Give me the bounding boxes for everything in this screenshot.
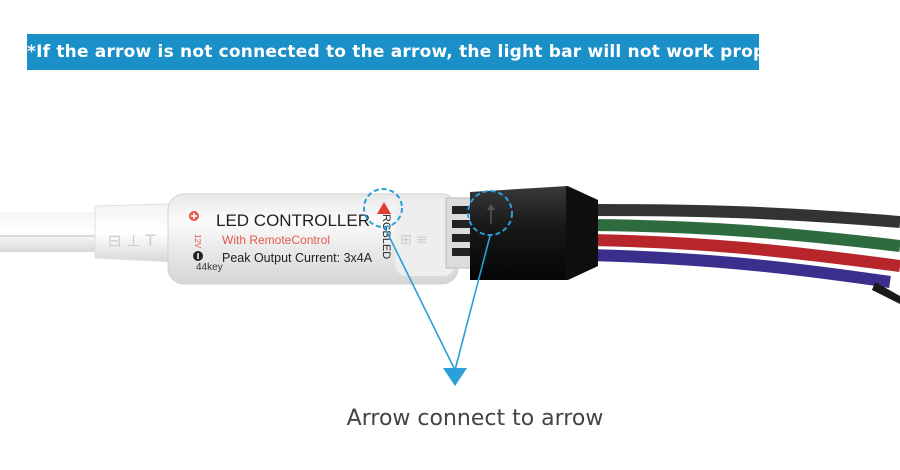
- arrow-marker-icon: [377, 202, 391, 214]
- controller-title: LED CONTROLLER: [216, 211, 370, 230]
- power-plus-icon: [189, 211, 199, 221]
- rgb-wires: [589, 204, 900, 304]
- controller-spec: Peak Output Current: 3x4A: [222, 251, 373, 265]
- arrow-callout-controller: [363, 188, 403, 228]
- svg-text:⊞ ≡: ⊞ ≡: [400, 232, 428, 248]
- pointer-arrowhead-icon: [443, 368, 467, 386]
- warning-banner: *If the arrow is not connected to the ar…: [27, 34, 759, 70]
- rgb-plug: [470, 186, 598, 280]
- callout-pointer: [384, 227, 491, 386]
- svg-text:⊟ ⊥ T: ⊟ ⊥ T: [108, 231, 156, 250]
- input-cable: ⊟ ⊥ T: [0, 203, 176, 263]
- controller-body: ⊞ ≡: [167, 193, 459, 285]
- connection-caption: Arrow connect to arrow: [346, 406, 604, 431]
- port-label: RGBLED: [380, 214, 392, 259]
- controller-subtitle: With RemoteControl: [222, 233, 330, 247]
- power-minus-icon: [193, 251, 203, 261]
- voltage-label: 12V: [193, 234, 202, 249]
- keys-label: 44key: [196, 262, 223, 273]
- arrow-callout-plug: [467, 190, 513, 236]
